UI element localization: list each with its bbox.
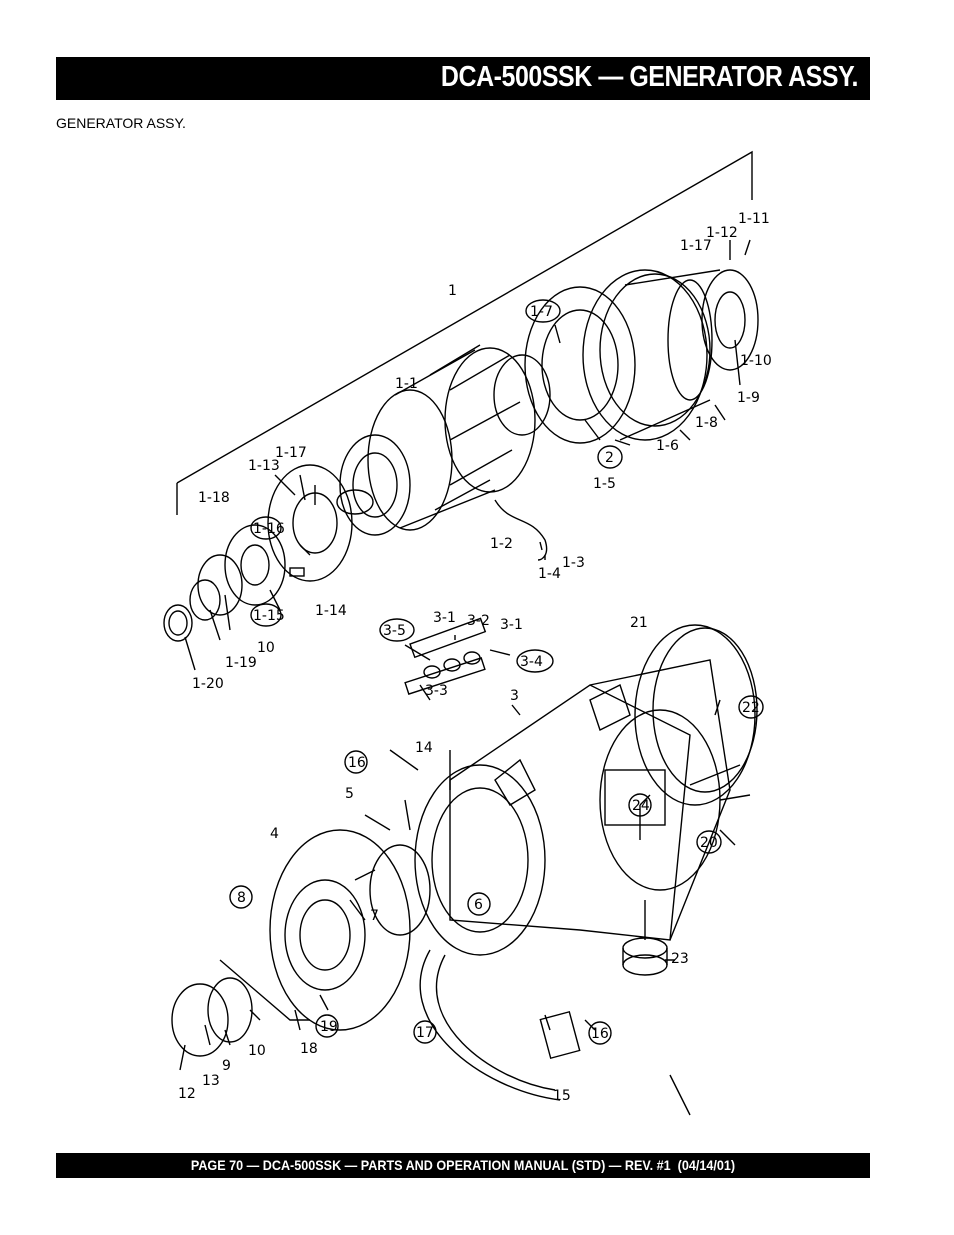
page-footer: PAGE 70 — DCA-500SSK — PARTS AND OPERATI… [190,1157,736,1173]
label-17: 17 [416,1025,434,1041]
label-1-5: 1-5 [593,476,616,492]
label-1-16: 1-16 [253,521,285,537]
label-16-right: 16 [591,1026,609,1042]
label-9: 9 [222,1058,231,1074]
label-3-1-right: 3-1 [500,617,523,633]
rotor-assembly [336,344,551,536]
label-8: 8 [237,890,246,906]
label-6: 6 [474,897,483,913]
label-5: 5 [345,786,354,802]
label-1-10: 1-10 [740,353,772,369]
stator-frame [414,659,731,956]
section-subtitle: GENERATOR ASSY. [56,115,186,131]
label-14: 14 [415,740,433,756]
label-3: 3 [510,688,519,704]
label-22: 22 [742,700,760,716]
label-10-upper: 10 [257,640,275,656]
cover-band [634,624,758,806]
label-1-7: 1-7 [530,304,553,320]
label-1-8: 1-8 [695,415,718,431]
label-7: 7 [370,908,379,924]
label-15: 15 [553,1088,571,1104]
label-1-14: 1-14 [315,603,347,619]
label-24: 24 [632,798,650,814]
label-21: 21 [630,615,648,631]
label-19: 19 [320,1019,338,1035]
label-1-19: 1-19 [225,655,257,671]
label-3-5: 3-5 [383,623,406,639]
label-3-3: 3-3 [425,683,448,699]
label-1-17-upper: 1-17 [680,238,712,254]
cover-plate [171,983,229,1057]
label-1-15: 1-15 [253,608,285,624]
label-2: 2 [605,450,614,466]
label-3-2: 3-2 [467,613,490,629]
label-1-4: 1-4 [538,566,561,582]
label-1-2: 1-2 [490,536,513,552]
label-3-1-left: 3-1 [433,610,456,626]
label-4: 4 [270,826,279,842]
screen-band-18 [219,959,310,1021]
label-1-17-lower: 1-17 [275,445,307,461]
generator-exploded-diagram: 1 1-1 1-2 1-3 1-4 1-5 1-6 1-7 1-8 1-9 1-… [163,150,772,1116]
label-1-9: 1-9 [737,390,760,406]
label-12: 12 [178,1086,196,1102]
label-16-left: 16 [348,755,366,771]
label-13: 13 [202,1073,220,1089]
label-1-3: 1-3 [562,555,585,571]
label-1-13: 1-13 [248,458,280,474]
label-1-6: 1-6 [656,438,679,454]
label-1-1: 1-1 [395,376,418,392]
label-1-18: 1-18 [198,490,230,506]
label-20: 20 [700,835,718,851]
label-18: 18 [300,1041,318,1057]
page-title: DCA-500SSK — GENERATOR ASSY. [440,61,859,93]
end-bracket [269,829,431,1031]
diode-bars [404,651,486,695]
label-1-11: 1-11 [738,211,770,227]
page-header-bar: DCA-500SSK — GENERATOR ASSY. [56,57,870,100]
label-3-4: 3-4 [520,654,543,670]
label-1-12: 1-12 [706,225,738,241]
label-10-bottom: 10 [248,1043,266,1059]
label-1-20: 1-20 [192,676,224,692]
coupling-discs [524,269,759,444]
label-23: 23 [671,951,689,967]
label-1: 1 [448,283,457,299]
page-footer-bar: PAGE 70 — DCA-500SSK — PARTS AND OPERATI… [56,1153,870,1178]
assembly-bracket-line [176,150,753,484]
screen-band-15 [419,949,561,1101]
terminal-block [409,617,487,659]
